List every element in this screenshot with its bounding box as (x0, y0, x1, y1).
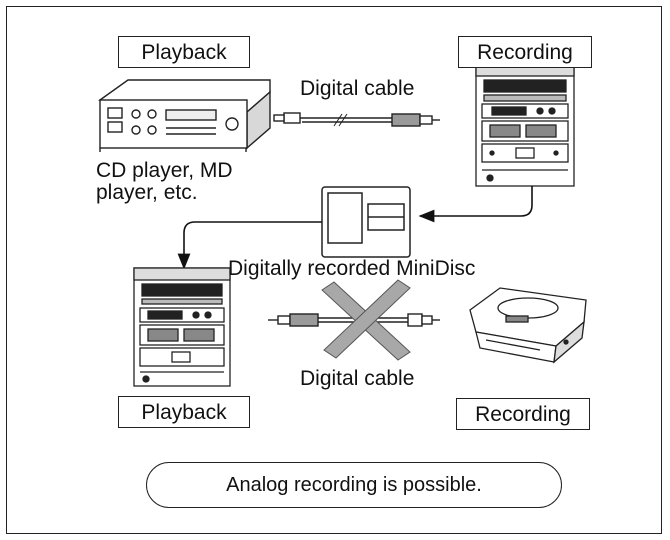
cable-label-top: Digital cable (300, 77, 415, 100)
minidisc-caption: Digitally recorded MiniDisc (228, 257, 476, 280)
md-portable-recorder-icon (469, 287, 587, 364)
stereo-system-icon (475, 61, 575, 187)
digital-cable-icon (273, 112, 440, 127)
cross-out-icon (321, 279, 411, 361)
minidisc-icon (321, 186, 411, 258)
arrow-to-minidisc (418, 186, 533, 223)
arrow-to-playback (177, 221, 322, 270)
source-caption-line2: player, etc. (96, 181, 198, 204)
diagram-frame (6, 6, 662, 534)
stereo-system-icon (133, 267, 231, 387)
playback-label-top: Playback (118, 36, 250, 68)
cd-player-icon (98, 79, 271, 152)
playback-label-bottom: Playback (118, 396, 250, 428)
recording-label-top: Recording (458, 36, 592, 68)
analog-recording-note: Analog recording is possible. (146, 462, 562, 508)
recording-label-bottom: Recording (456, 398, 590, 430)
note-text: Analog recording is possible. (226, 473, 482, 496)
source-caption-line1: CD player, MD (96, 159, 233, 182)
cable-label-bottom: Digital cable (300, 367, 415, 390)
